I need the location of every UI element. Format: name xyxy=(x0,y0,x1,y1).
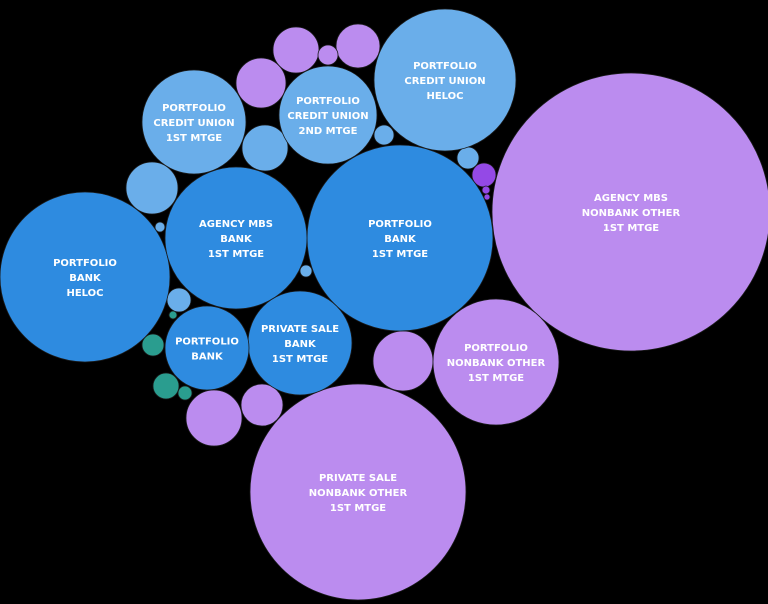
bubble[interactable] xyxy=(432,298,560,426)
bubble-label: 1ST MTGE xyxy=(208,249,264,260)
bubble-label: BANK xyxy=(220,234,253,245)
bubble-small[interactable] xyxy=(317,44,339,66)
bubble-label: PRIVATE SALE xyxy=(261,324,339,335)
bubble-label: PORTFOLIO xyxy=(413,61,477,72)
bubble-label: BANK xyxy=(384,234,417,245)
bubble-label: AGENCY MBS xyxy=(199,219,273,230)
bubble-label: PORTFOLIO xyxy=(53,258,117,269)
bubble-small[interactable] xyxy=(241,124,289,172)
bubble-small[interactable] xyxy=(152,372,180,400)
bubble-label: CREDIT UNION xyxy=(153,118,234,129)
bubble-label: 1ST MTGE xyxy=(372,249,428,260)
bubble-small[interactable] xyxy=(272,26,320,74)
bubble[interactable] xyxy=(278,65,378,165)
bubble-small[interactable] xyxy=(483,193,491,201)
bubble-small[interactable] xyxy=(185,389,243,447)
bubble-label: 2ND MTGE xyxy=(299,126,358,137)
bubble-label: NONBANK OTHER xyxy=(309,488,408,499)
bubble-small[interactable] xyxy=(335,23,381,69)
bubble-label: 1ST MTGE xyxy=(272,354,328,365)
bubble-small[interactable] xyxy=(166,287,192,313)
bubble-label: CREDIT UNION xyxy=(404,76,485,87)
bubble-label: 1ST MTGE xyxy=(468,373,524,384)
bubble-small[interactable] xyxy=(154,221,166,233)
bubble-label: BANK xyxy=(69,273,102,284)
bubble-small[interactable] xyxy=(372,330,434,392)
bubble-label: PRIVATE SALE xyxy=(319,473,397,484)
bubble[interactable] xyxy=(141,69,247,175)
bubble-small[interactable] xyxy=(168,310,178,320)
bubble-small[interactable] xyxy=(141,333,165,357)
bubble-label: CREDIT UNION xyxy=(287,111,368,122)
bubble-label: BANK xyxy=(191,352,224,363)
bubble-label: HELOC xyxy=(426,91,463,102)
bubble-small[interactable] xyxy=(235,57,287,109)
bubble[interactable] xyxy=(0,191,171,363)
bubble-label: PORTFOLIO xyxy=(368,219,432,230)
bubble-label: PORTFOLIO xyxy=(175,337,239,348)
bubble-label: BANK xyxy=(284,339,317,350)
bubble-small[interactable] xyxy=(373,124,395,146)
bubble[interactable] xyxy=(249,383,467,601)
bubble-label: 1ST MTGE xyxy=(603,223,659,234)
bubble[interactable] xyxy=(164,166,308,310)
bubble[interactable] xyxy=(491,72,768,352)
bubble-label: 1ST MTGE xyxy=(330,503,386,514)
bubble-small[interactable] xyxy=(125,161,179,215)
bubble-label: AGENCY MBS xyxy=(594,193,668,204)
bubble-label: 1ST MTGE xyxy=(166,133,222,144)
bubble-label: PORTFOLIO xyxy=(162,103,226,114)
bubble-label: PORTFOLIO xyxy=(464,343,528,354)
bubble-small[interactable] xyxy=(481,185,491,195)
bubble-label: NONBANK OTHER xyxy=(447,358,546,369)
bubble[interactable] xyxy=(373,8,517,152)
bubble-label: PORTFOLIO xyxy=(296,96,360,107)
bubble-small[interactable] xyxy=(177,385,193,401)
bubble-small[interactable] xyxy=(456,146,480,170)
bubble-label: NONBANK OTHER xyxy=(582,208,681,219)
bubble-small[interactable] xyxy=(299,264,313,278)
bubble-label: HELOC xyxy=(66,288,103,299)
bubble-small[interactable] xyxy=(240,383,284,427)
bubble[interactable] xyxy=(164,305,250,391)
